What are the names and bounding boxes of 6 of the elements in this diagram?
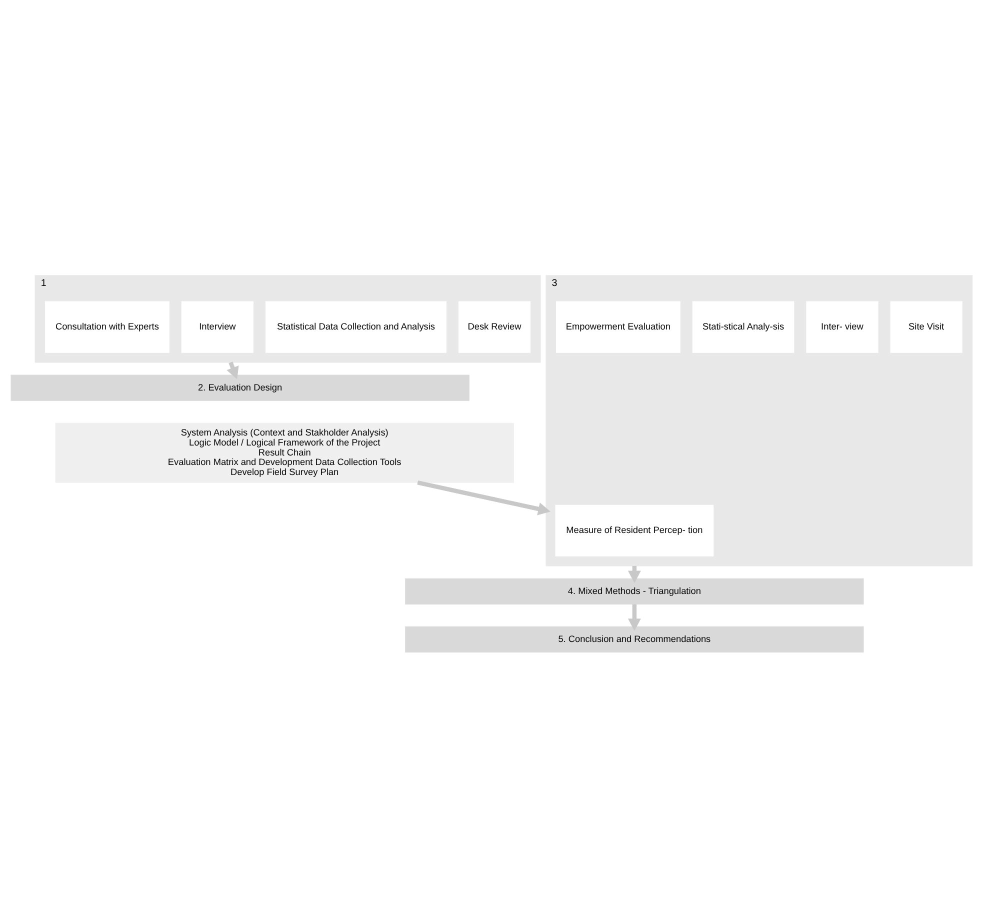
node-box: 4. Mixed Methods - Triangulation: [405, 578, 864, 604]
arrow: [628, 604, 641, 631]
node-box: System Analysis (Context and Stakholder Analysis) Logic Model / Logical Framework of the Project Result Chain Evaluation Matrix and Development Data Collection Tools Develop Field Survey Plan: [55, 422, 514, 483]
node-box: 2. Evaluation Design: [10, 374, 470, 401]
arrow: [417, 480, 551, 516]
node-box: 5. Conclusion and Recommendations: [405, 626, 864, 653]
